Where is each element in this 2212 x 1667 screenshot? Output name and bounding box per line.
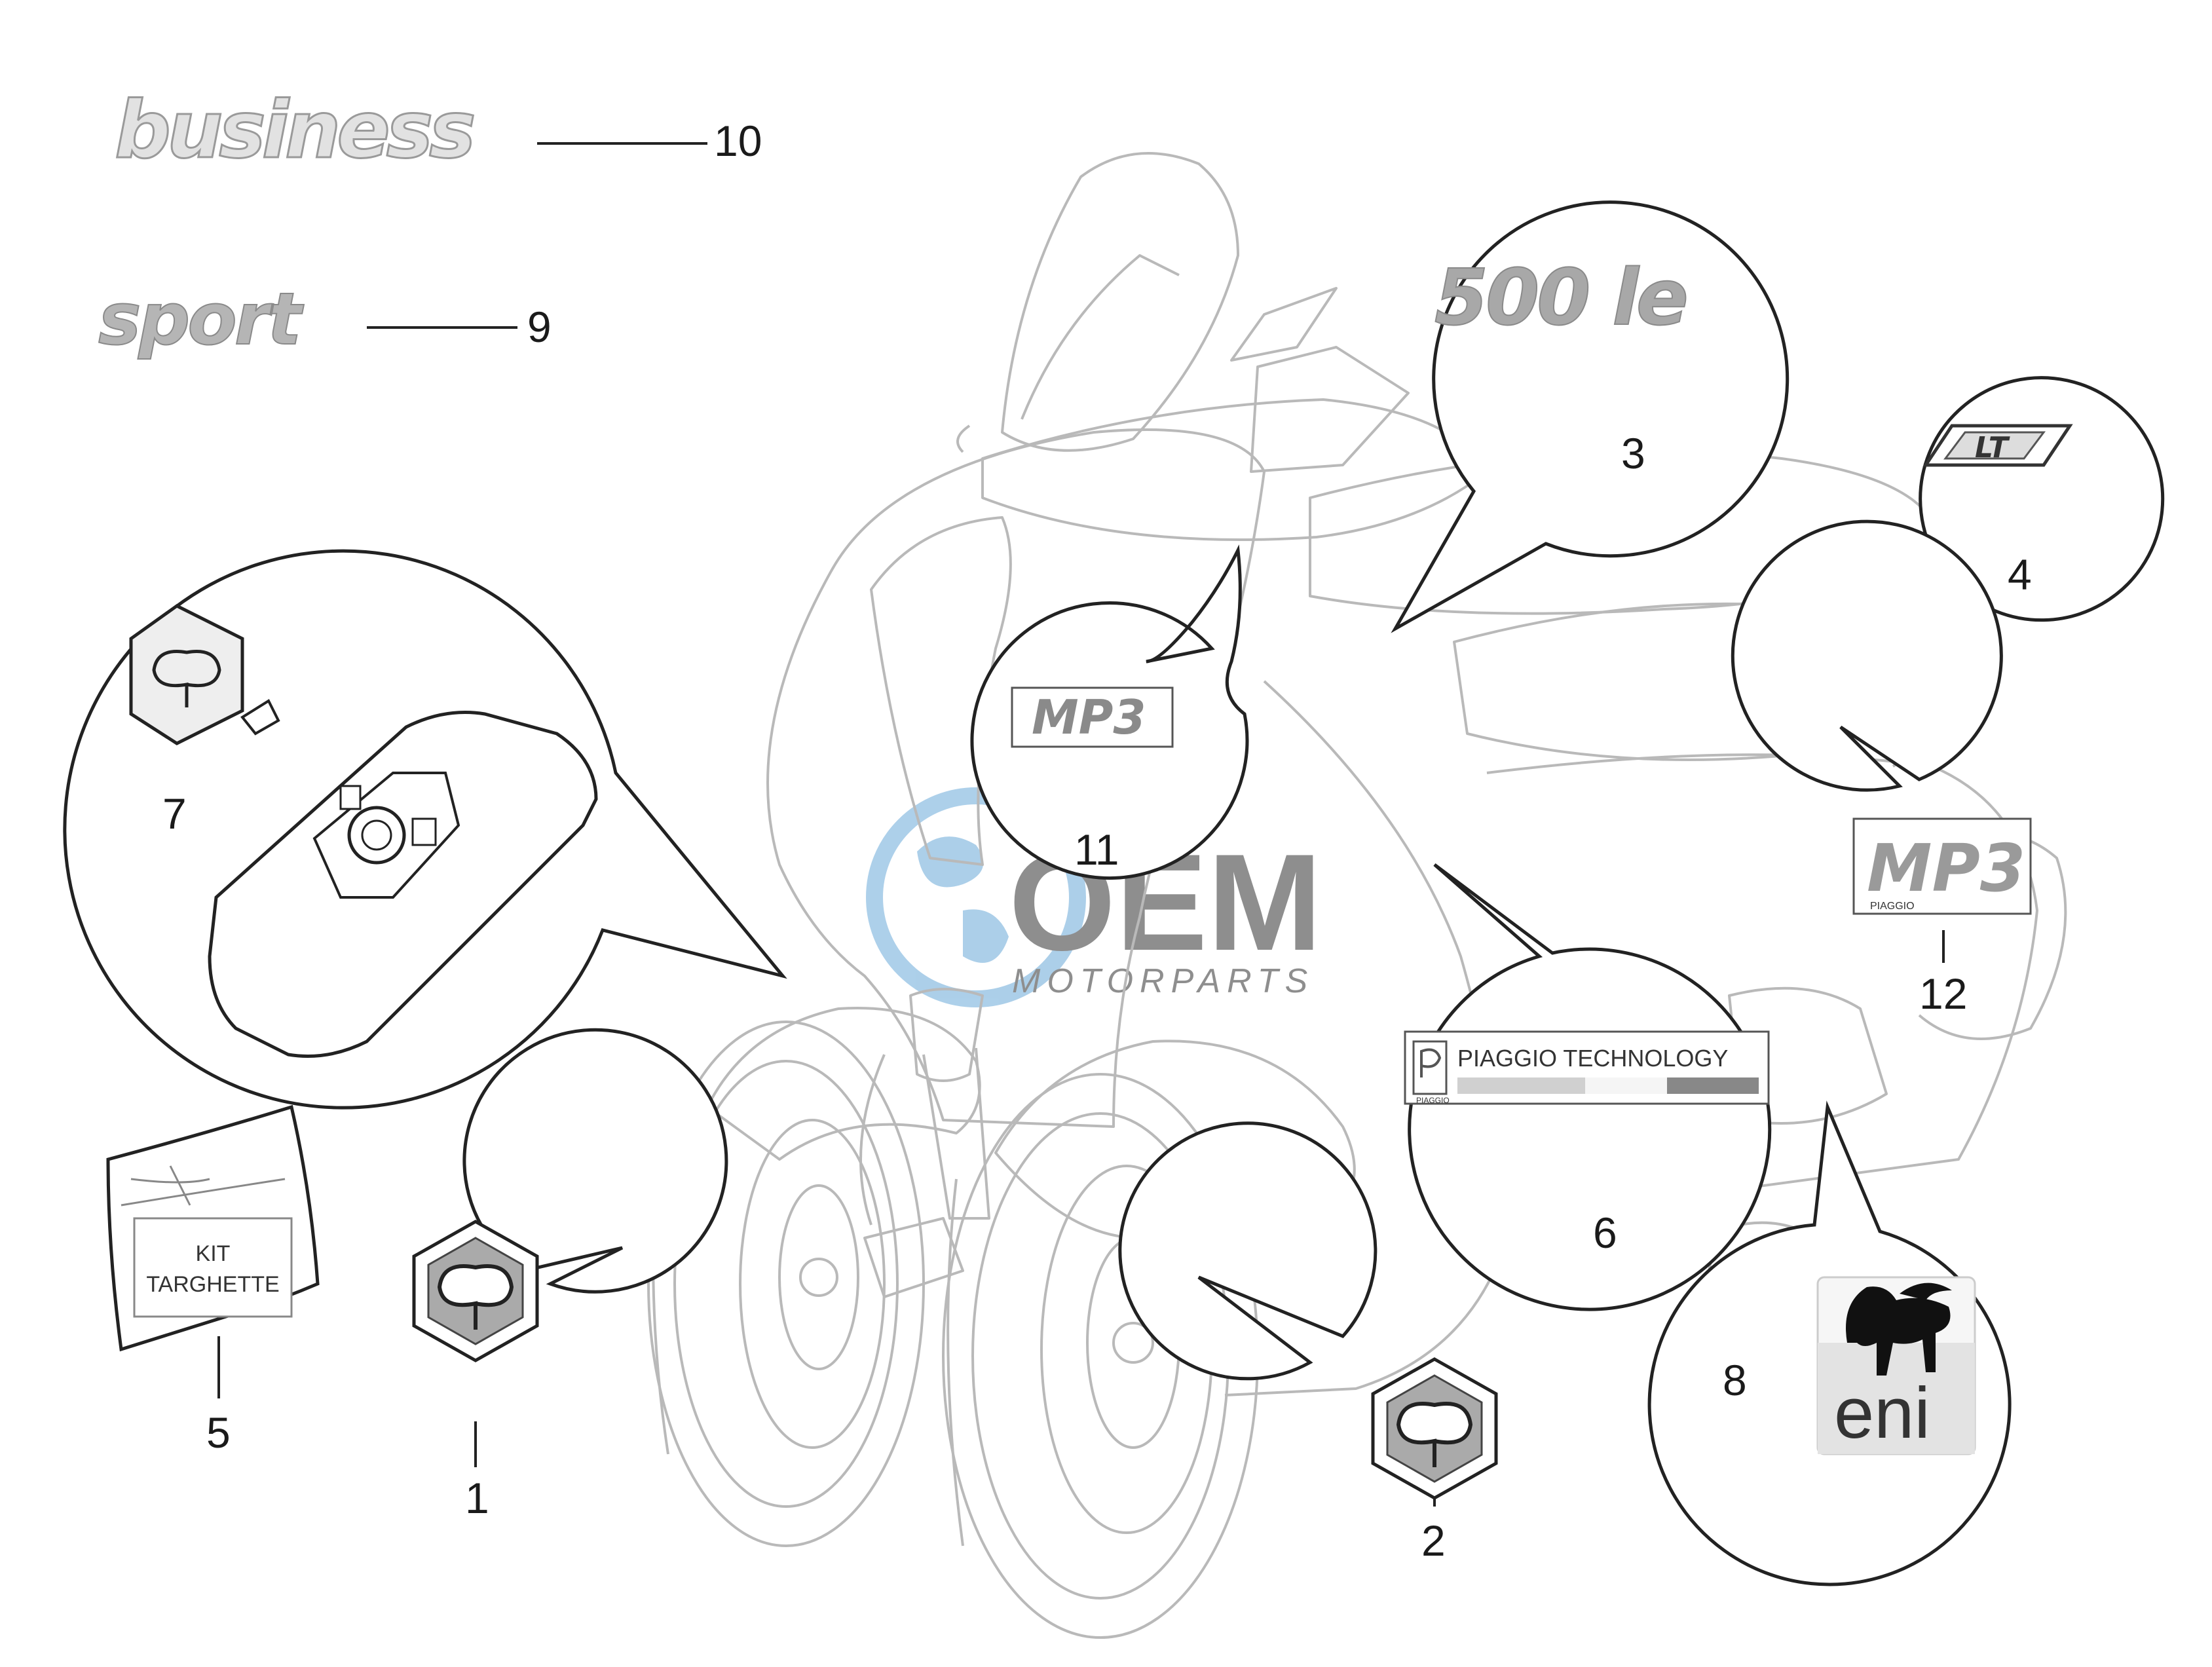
callout-10: 10 <box>714 117 762 165</box>
callout-numbers: 10 9 3 4 11 12 6 8 7 5 1 2 <box>162 117 2032 1565</box>
piaggio-badge-2 <box>1371 1357 1498 1500</box>
lt-decal: LT <box>1922 424 2073 467</box>
mp3-decal-11: MP3 <box>1011 686 1174 748</box>
globe-icon <box>866 787 1086 1007</box>
mp3-text-12: MP3 <box>1867 830 2025 907</box>
eni-text: eni <box>1834 1373 1930 1453</box>
callout-8: 8 <box>1723 1356 1747 1404</box>
piaggio-shield-icon <box>1396 1402 1473 1467</box>
model-500-decal: 500 le <box>1434 252 1686 343</box>
callout-12: 12 <box>1919 969 1967 1018</box>
callout-1: 1 <box>465 1474 489 1522</box>
kit-line2: TARGHETTE <box>146 1272 279 1297</box>
piaggio-shield-icon <box>152 650 221 707</box>
callout-3: 3 <box>1621 429 1645 478</box>
bubble-12 <box>1731 519 2003 792</box>
piaggio-shield-icon <box>437 1264 514 1330</box>
callout-7: 7 <box>162 789 187 838</box>
eni-decal: eni <box>1816 1276 1976 1455</box>
bubble-2 <box>1118 1121 1378 1381</box>
key-fob-detail <box>129 604 598 1058</box>
bubble-3 <box>1391 200 1790 633</box>
sport-decal: sport <box>98 277 304 361</box>
bubble-1 <box>462 1028 728 1294</box>
piaggio-small-6: PIAGGIO <box>1416 1096 1450 1105</box>
callout-4: 4 <box>2008 550 2032 599</box>
callout-11: 11 <box>1074 825 1119 874</box>
kit-targhette-bag: KIT TARGHETTE <box>106 1104 320 1352</box>
piaggio-badge-1 <box>412 1220 539 1362</box>
eni-dog-icon <box>1846 1283 1952 1376</box>
callout-6: 6 <box>1593 1208 1617 1257</box>
watermark-sub: MOTORPARTS <box>1012 962 1314 1000</box>
callout-2: 2 <box>1421 1516 1446 1565</box>
piaggio-technology-decal: PIAGGIO TECHNOLOGY PIAGGIO <box>1404 1030 1770 1105</box>
kit-line1: KIT <box>196 1241 231 1266</box>
piaggio-tech-text: PIAGGIO TECHNOLOGY <box>1457 1045 1728 1072</box>
piaggio-small-text: PIAGGIO <box>1870 901 1915 912</box>
lt-text: LT <box>1975 431 2010 464</box>
callout-9: 9 <box>527 303 552 351</box>
mp3-decal-12: MP3 PIAGGIO <box>1852 817 2032 915</box>
business-decal: business <box>115 85 474 176</box>
mp3-text-11: MP3 <box>1032 690 1146 745</box>
callout-5: 5 <box>206 1408 231 1457</box>
